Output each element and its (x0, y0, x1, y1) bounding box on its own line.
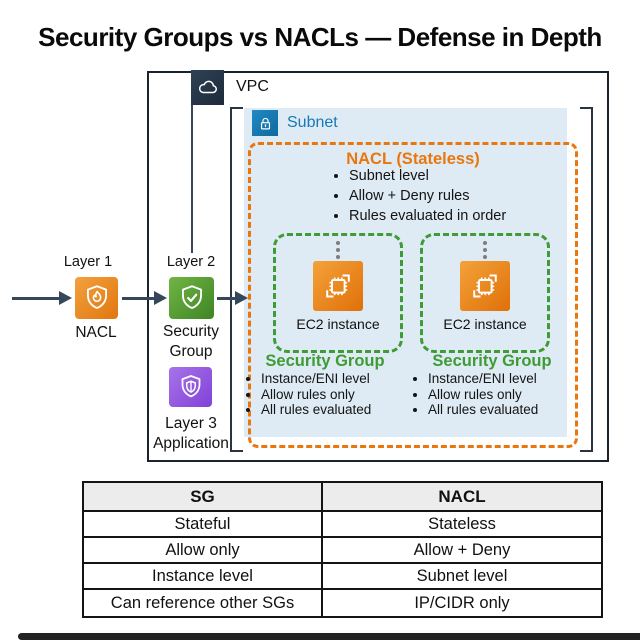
ec2-instance-label: EC2 instance (296, 316, 380, 332)
sg-bullet: Instance/ENI level (428, 371, 571, 387)
ec2-chip-icon (313, 261, 363, 311)
table-header-sg: SG (84, 483, 323, 512)
layer1-label: Layer 1 (63, 254, 113, 270)
security-group-info-left: Security Group Instance/ENI level Allow … (246, 352, 404, 418)
sg-bullet: All rules evaluated (428, 402, 571, 418)
security-group-title: Security Group (432, 352, 552, 370)
nacl-bullet: Rules evaluated in order (349, 206, 514, 226)
vpc-leader-line (191, 105, 193, 253)
vertical-ellipsis-dots (483, 241, 487, 259)
subnet-label: Subnet (287, 114, 338, 131)
page-title: Security Groups vs NACLs — Defense in De… (38, 22, 602, 52)
vertical-ellipsis-dots (336, 241, 340, 259)
table-cell: Can reference other SGs (84, 590, 323, 616)
subnet-bracket-corner (230, 450, 243, 452)
security-group-boundary-right: EC2 instance (420, 233, 550, 353)
sg-bullet: Allow rules only (261, 387, 404, 403)
security-group-title: Security Group (265, 352, 385, 370)
shield-check-icon (169, 277, 214, 319)
cloud-icon (191, 70, 224, 105)
nacl-title: NACL (Stateless) (346, 150, 480, 168)
subnet-bracket-corner (580, 450, 593, 452)
comparison-table: SG NACL Stateful Stateless Allow only Al… (82, 481, 603, 618)
sg-bullet: Instance/ENI level (261, 371, 404, 387)
table-cell: Allow + Deny (323, 538, 601, 564)
sg-bullet: All rules evaluated (261, 402, 404, 418)
table-cell: Allow only (84, 538, 323, 564)
security-group-info-right: Security Group Instance/ENI level Allow … (413, 352, 571, 418)
table-cell: Instance level (84, 564, 323, 590)
nacl-boundary (248, 142, 578, 448)
subnet-bracket-corner (230, 107, 243, 109)
lock-icon (252, 110, 278, 136)
subnet-panel (244, 108, 567, 437)
shield-flame-icon (75, 277, 118, 319)
layer2-label: Layer 2 (166, 254, 216, 270)
flow-arrow-nacl-to-sg (122, 291, 167, 305)
table-cell: Stateful (84, 512, 323, 538)
flow-arrow-in (12, 291, 72, 305)
layer2-name: Security Group (163, 323, 219, 360)
vpc-label: VPC (236, 78, 269, 95)
bottom-bar (18, 633, 640, 640)
security-group-boundary-left: EC2 instance (273, 233, 403, 353)
table-cell: Subnet level (323, 564, 601, 590)
subnet-bracket-corner (580, 107, 593, 109)
nacl-bullet-list: Subnet level Allow + Deny rules Rules ev… (334, 166, 514, 226)
table-header-nacl: NACL (323, 483, 601, 512)
layer3-label: Layer 3 Application (153, 415, 229, 452)
subnet-bracket-right (591, 107, 593, 452)
sg-bullet: Allow rules only (428, 387, 571, 403)
nacl-bullet: Allow + Deny rules (349, 186, 514, 206)
subnet-bracket-left (230, 107, 232, 452)
shield-app-icon (169, 367, 212, 407)
flow-arrow-sg-to-subnet (217, 291, 248, 305)
ec2-instance-label: EC2 instance (443, 316, 527, 332)
layer1-name: NACL (75, 324, 117, 341)
table-cell: Stateless (323, 512, 601, 538)
ec2-chip-icon (460, 261, 510, 311)
table-cell: IP/CIDR only (414, 593, 510, 612)
nacl-bullet: Subnet level (349, 166, 514, 186)
